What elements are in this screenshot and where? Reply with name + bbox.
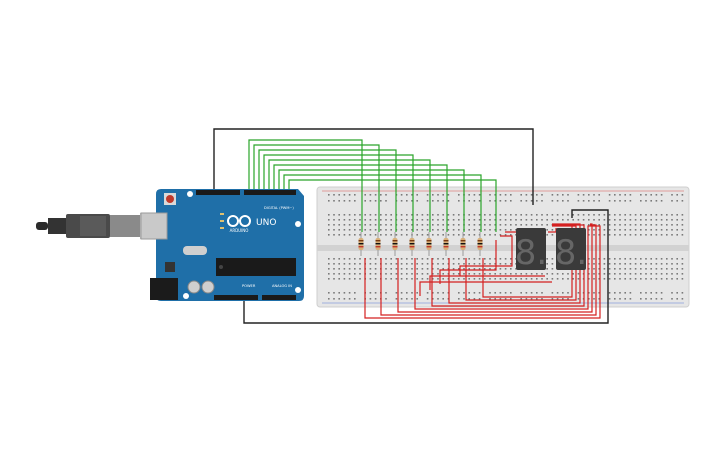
signal-wire [278,169,465,232]
segment-wire [397,223,593,313]
digital-header-left [196,190,240,195]
board-sub-label: ARDUINO [230,228,249,233]
segment-wire [364,225,601,319]
breadboard[interactable] [316,186,690,308]
display-1-digit: 8. [515,233,547,273]
segment-wire [414,225,590,310]
power-header [214,295,258,300]
arduino-uno-board[interactable]: UNO ARDUINO DIGITAL (PWM~) POWER ANALOG … [140,189,304,301]
signal-wire [258,149,397,232]
signal-wire [248,139,363,232]
digital-header-label: DIGITAL (PWM~) [264,206,294,210]
segment-wire [439,240,497,284]
signal-wire [288,179,497,232]
segment-wires [364,223,601,319]
signal-wires [248,139,497,232]
arduino-logo-icon [227,215,251,227]
analog-header [262,295,296,300]
segment-wire [429,275,545,290]
signal-wire [283,174,482,232]
board-brand-label: UNO [256,218,276,228]
segment-wire [482,224,573,298]
seven-segment-display-1[interactable]: 8. [515,228,547,273]
segment-wire [431,224,585,307]
power-header-label: POWER [242,284,256,288]
segment-wire [380,224,597,316]
segment-wire [465,225,577,301]
display-2-digit: 8. [555,233,587,273]
seven-segment-display-2[interactable]: 8. [555,228,587,273]
analog-header-label: ANALOG IN [272,284,292,288]
resistor-row[interactable] [358,232,483,256]
signal-wire [263,154,414,232]
segment-wire [448,223,581,304]
ground-wires [213,128,609,324]
signal-wire [273,164,448,232]
signal-wire [268,159,431,232]
segment-wire [419,281,552,296]
segment-wire [459,235,513,276]
digital-header-right [244,190,296,195]
signal-wire [253,144,380,232]
